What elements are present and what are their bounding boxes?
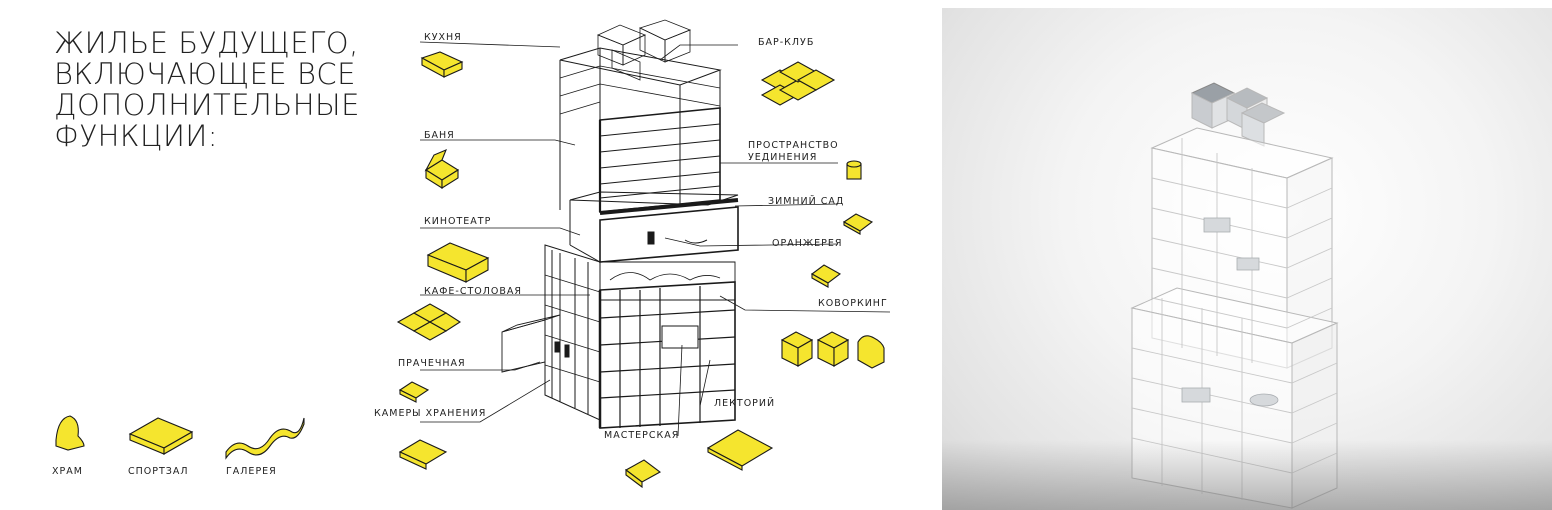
greenhouse-icon — [810, 264, 842, 288]
cafe-icon — [396, 303, 462, 341]
label-bar-club: БАР-КЛУБ — [758, 37, 815, 48]
temple-icon — [55, 415, 85, 451]
workshop-icon — [624, 459, 662, 489]
label-workshop: МАСТЕРСКАЯ — [604, 430, 680, 441]
function-icons — [55, 51, 885, 489]
gallery-icon — [225, 417, 305, 460]
label-solitude-line2: УЕДИНЕНИЯ — [748, 152, 818, 163]
label-gym: СПОРТЗАЛ — [128, 466, 189, 477]
exploded-building-diagram — [55, 19, 891, 489]
label-temple: ХРАМ — [52, 466, 83, 477]
label-sauna: БАНЯ — [424, 130, 455, 141]
label-solitude-line1: ПРОСТРАНСТВО — [748, 140, 839, 151]
solitude-icon — [846, 160, 862, 180]
diagram-panel: ЖИЛЬЕ БУДУЩЕГО, ВКЛЮЧАЮЩЕЕ ВСЕ ДОПОЛНИТЕ… — [52, 19, 891, 489]
page-title: ЖИЛЬЕ БУДУЩЕГО, ВКЛЮЧАЮЩЕЕ ВСЕ ДОПОЛНИТЕ… — [54, 28, 360, 152]
title-line-1: ЖИЛЬЕ БУДУЩЕГО, — [54, 26, 359, 60]
laundry-icon — [398, 381, 430, 403]
middle-block — [569, 191, 739, 263]
label-greenhouse: ОРАНЖЕРЕЯ — [772, 238, 843, 249]
title-line-2: ВКЛЮЧАЮЩЕЕ ВСЕ — [54, 57, 356, 91]
coworking-icon — [780, 331, 885, 369]
lower-block — [501, 244, 736, 429]
label-lecture-hall: ЛЕКТОРИЙ — [714, 398, 776, 409]
label-cafe: КАФЕ-СТОЛОВАЯ — [424, 286, 523, 297]
building-tower — [501, 19, 739, 429]
title-line-3: ДОПОЛНИТЕЛЬНЫЕ — [54, 88, 360, 122]
floor-shadow — [942, 440, 1552, 510]
label-cinema: КИНОТЕАТР — [424, 216, 492, 227]
lecture-hall-icon — [706, 429, 774, 471]
leader-lines — [419, 41, 891, 437]
title-line-4: ФУНКЦИИ: — [54, 119, 219, 153]
winter-garden-icon — [842, 213, 874, 235]
sauna-icon — [424, 148, 460, 189]
kitchen-icon — [420, 51, 464, 78]
label-kitchen: КУХНЯ — [424, 32, 462, 43]
label-laundry: ПРАЧЕЧНАЯ — [398, 358, 466, 369]
bar-club-icon — [760, 61, 836, 106]
label-gallery: ГАЛЕРЕЯ — [226, 466, 277, 477]
label-coworking: КОВОРКИНГ — [818, 298, 888, 309]
cinema-icon — [426, 242, 490, 283]
label-storage: КАМЕРЫ ХРАНЕНИЯ — [374, 408, 487, 419]
storage-icon — [398, 439, 448, 470]
render-panel — [942, 8, 1552, 510]
gym-icon — [128, 417, 194, 455]
label-winter-garden: ЗИМНИЙ САД — [768, 196, 845, 207]
building-render — [1130, 82, 1339, 509]
